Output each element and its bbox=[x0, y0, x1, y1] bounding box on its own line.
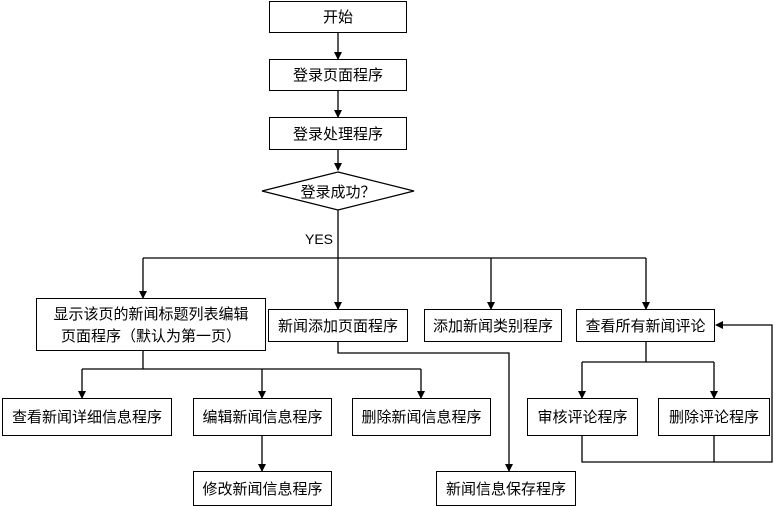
edit-news-box: 编辑新闻信息程序 bbox=[193, 398, 332, 436]
save-news-label: 新闻信息保存程序 bbox=[445, 479, 566, 498]
view-detail-box: 查看新闻详细信息程序 bbox=[2, 398, 172, 436]
review-comment-label: 审核评论程序 bbox=[537, 408, 628, 426]
delete-news-label: 删除新闻信息程序 bbox=[361, 408, 482, 426]
yes-label: YES bbox=[305, 231, 334, 247]
add-category-box: 添加新闻类别程序 bbox=[424, 309, 562, 342]
add-category-label: 添加新闻类别程序 bbox=[432, 316, 553, 335]
login-page-label: 登录页面程序 bbox=[292, 66, 383, 84]
view-detail-label: 查看新闻详细信息程序 bbox=[11, 408, 162, 426]
news-list-box: 显示该页的新闻标题列表编辑 页面程序（默认为第一页） bbox=[36, 298, 266, 351]
delete-news-box: 删除新闻信息程序 bbox=[352, 398, 491, 436]
login-page-box: 登录页面程序 bbox=[269, 59, 407, 91]
view-comments-box: 查看所有新闻评论 bbox=[576, 309, 715, 342]
view-comments-label: 查看所有新闻评论 bbox=[585, 316, 706, 335]
review-loop-line bbox=[581, 436, 714, 463]
start-box: 开始 bbox=[269, 1, 407, 33]
news-list-label-line1: 显示该页的新闻标题列表编辑 bbox=[53, 304, 249, 323]
delete-comment-label: 删除评论程序 bbox=[668, 408, 759, 426]
arrow-loop-back bbox=[713, 321, 773, 463]
arrow-add-news-to-save bbox=[337, 342, 513, 472]
modify-news-label: 修改新闻信息程序 bbox=[202, 479, 323, 498]
start-label: 开始 bbox=[322, 8, 353, 26]
edit-news-label: 编辑新闻信息程序 bbox=[202, 408, 323, 426]
login-process-box: 登录处理程序 bbox=[269, 117, 407, 150]
save-news-box: 新闻信息保存程序 bbox=[436, 471, 576, 506]
news-list-label-line2: 页面程序（默认为第一页） bbox=[60, 326, 241, 345]
delete-comment-box: 删除评论程序 bbox=[658, 398, 770, 436]
decision-label: 登录成功？ bbox=[300, 182, 376, 201]
add-news-page-box: 新闻添加页面程序 bbox=[268, 309, 408, 342]
modify-news-box: 修改新闻信息程序 bbox=[193, 471, 332, 506]
add-news-page-label: 新闻添加页面程序 bbox=[277, 316, 398, 335]
login-process-label: 登录处理程序 bbox=[292, 124, 383, 143]
review-comment-box: 审核评论程序 bbox=[527, 398, 638, 436]
